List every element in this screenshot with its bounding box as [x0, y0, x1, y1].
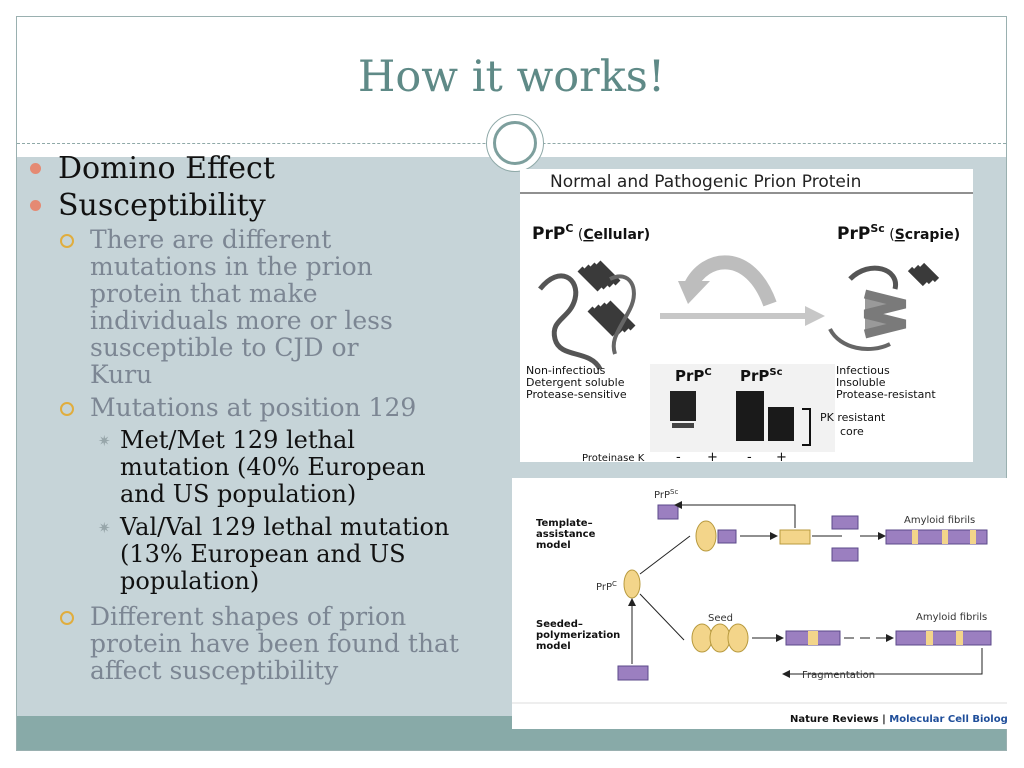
ring-bullet-icon [60, 234, 74, 248]
sub-bullet-item: There are different mutations in the pri… [30, 226, 410, 388]
prpsc-paren: ( [885, 227, 895, 243]
prpsc-prop: Infectious [836, 364, 890, 377]
pk-label: PK resistant [820, 411, 886, 424]
svg-text:PrPSc (Scrapie): PrPSc (Scrapie) [837, 222, 960, 244]
fragmentation-label: Fragmentation [802, 670, 875, 681]
prpsc-rest: crapie) [905, 227, 960, 243]
amyloid-fibril-top [885, 529, 988, 545]
credit-journal: Nature Reviews [790, 714, 879, 725]
svg-text:Nature Reviews | Molecular Cel: Nature Reviews | Molecular Cell Biology [790, 714, 1007, 725]
gel-band [670, 391, 696, 421]
lane-sign: - [747, 450, 752, 462]
bullet-text: Susceptibility [58, 188, 266, 223]
prpc-label: PrP [532, 224, 565, 244]
gel-band [672, 423, 694, 428]
prpc-structure-icon [538, 260, 636, 371]
bullet-text: Domino Effect [58, 151, 275, 186]
sub-bullet-text: Different shapes of prion protein have b… [90, 602, 459, 685]
divider-ornament-ring [493, 121, 537, 165]
lane-sign: - [676, 450, 681, 462]
sub-sub-bullet-item: ✷ Val/Val 129 lethal mutation (13% Europe… [30, 514, 460, 595]
bullet-item: Domino Effect [30, 150, 480, 187]
model-label: assistance [536, 529, 596, 540]
prpc-small: PrP [596, 582, 612, 593]
bullet-dot-icon [30, 163, 41, 174]
amyloid-label: Amyloid fibrils [916, 612, 987, 623]
gel-label-2: PrP [740, 367, 769, 385]
prpsc-structure-icon [828, 262, 940, 351]
figure-title: Normal and Pathogenic Prion Protein [550, 172, 861, 192]
credit-subjournal: Molecular Cell Biology [889, 714, 1007, 725]
prpsc-prop: Protease-resistant [836, 388, 936, 401]
prpsc-prop: Insoluble [836, 376, 886, 389]
prpsc-small: PrP [654, 490, 670, 501]
sub-bullet-item: Different shapes of prion protein have b… [30, 603, 470, 684]
bullet-item: Susceptibility [30, 187, 480, 224]
model-label: Template– [536, 518, 593, 529]
arrow-icon [639, 593, 685, 641]
sub-sub-bullet-item: ✷ Met/Met 129 lethal mutation (40% Europe… [30, 427, 450, 508]
sub-bullet-item: Mutations at position 129 [30, 394, 480, 421]
proteinase-label: Proteinase K [582, 453, 645, 462]
prpsc-letter: S [895, 227, 905, 243]
sub-bullet-text: Mutations at position 129 [90, 393, 417, 422]
lane-sign: + [776, 450, 787, 462]
prpc-prop: Protease-sensitive [526, 388, 627, 401]
prpsc-small-sup: Sc [670, 488, 678, 496]
prpc-sup: C [565, 222, 573, 235]
svg-text:PrPC: PrPC [675, 367, 712, 385]
model-label: polymerization [536, 630, 620, 641]
model-label: model [536, 540, 571, 551]
svg-text:PrPC: PrPC [596, 580, 617, 593]
gel-label-1-sup: C [704, 367, 711, 378]
svg-text:PrPSc: PrPSc [740, 367, 783, 385]
bracket-icon [802, 408, 811, 446]
prpc-paren: ( [573, 227, 583, 243]
gel-band [736, 391, 764, 441]
arrow-icon [639, 535, 691, 575]
ring-bullet-icon [60, 611, 74, 625]
model-label: Seeded– [536, 619, 583, 630]
prpsc-label: PrP [837, 224, 870, 244]
gel-label-2-sup: Sc [769, 367, 782, 378]
prpc-rest: ellular) [594, 227, 651, 243]
prpsc-sup: Sc [870, 222, 884, 235]
credit-separator: | [879, 714, 890, 725]
bullet-dot-icon [30, 200, 41, 211]
star-bullet-icon: ✷ [98, 432, 111, 450]
star-bullet-icon: ✷ [98, 519, 111, 537]
amyloid-fibril-bottom [895, 630, 992, 646]
seed-label: Seed [708, 613, 733, 624]
prpc-prop: Non-infectious [526, 364, 606, 377]
sub-sub-bullet-text: Met/Met 129 lethal mutation (40% Europea… [120, 426, 426, 508]
slide-title: How it works! [357, 52, 666, 102]
svg-text:PrPC (Cellular): PrPC (Cellular) [532, 222, 650, 244]
prpc-small-sup: C [612, 580, 617, 588]
curved-arrow-icon [683, 255, 777, 307]
svg-text:PrPSc: PrPSc [654, 488, 678, 501]
ring-bullet-icon [60, 402, 74, 416]
bullet-list: Domino Effect Susceptibility There are d… [30, 150, 480, 684]
prion-protein-figure: Normal and Pathogenic Prion Protein PrPC… [520, 169, 973, 462]
model-label: model [536, 641, 571, 652]
sub-bullet-text: There are different mutations in the pri… [90, 225, 393, 389]
pk-label: core [840, 425, 864, 438]
gel-band [768, 407, 794, 441]
sub-sub-bullet-text: Val/Val 129 lethal mutation (13% Europea… [120, 513, 450, 595]
lane-sign: + [707, 450, 718, 462]
prpc-letter: C [583, 227, 593, 243]
amyloid-label: Amyloid fibrils [904, 515, 975, 526]
gel-label-1: PrP [675, 367, 704, 385]
prpc-prop: Detergent soluble [526, 376, 625, 389]
